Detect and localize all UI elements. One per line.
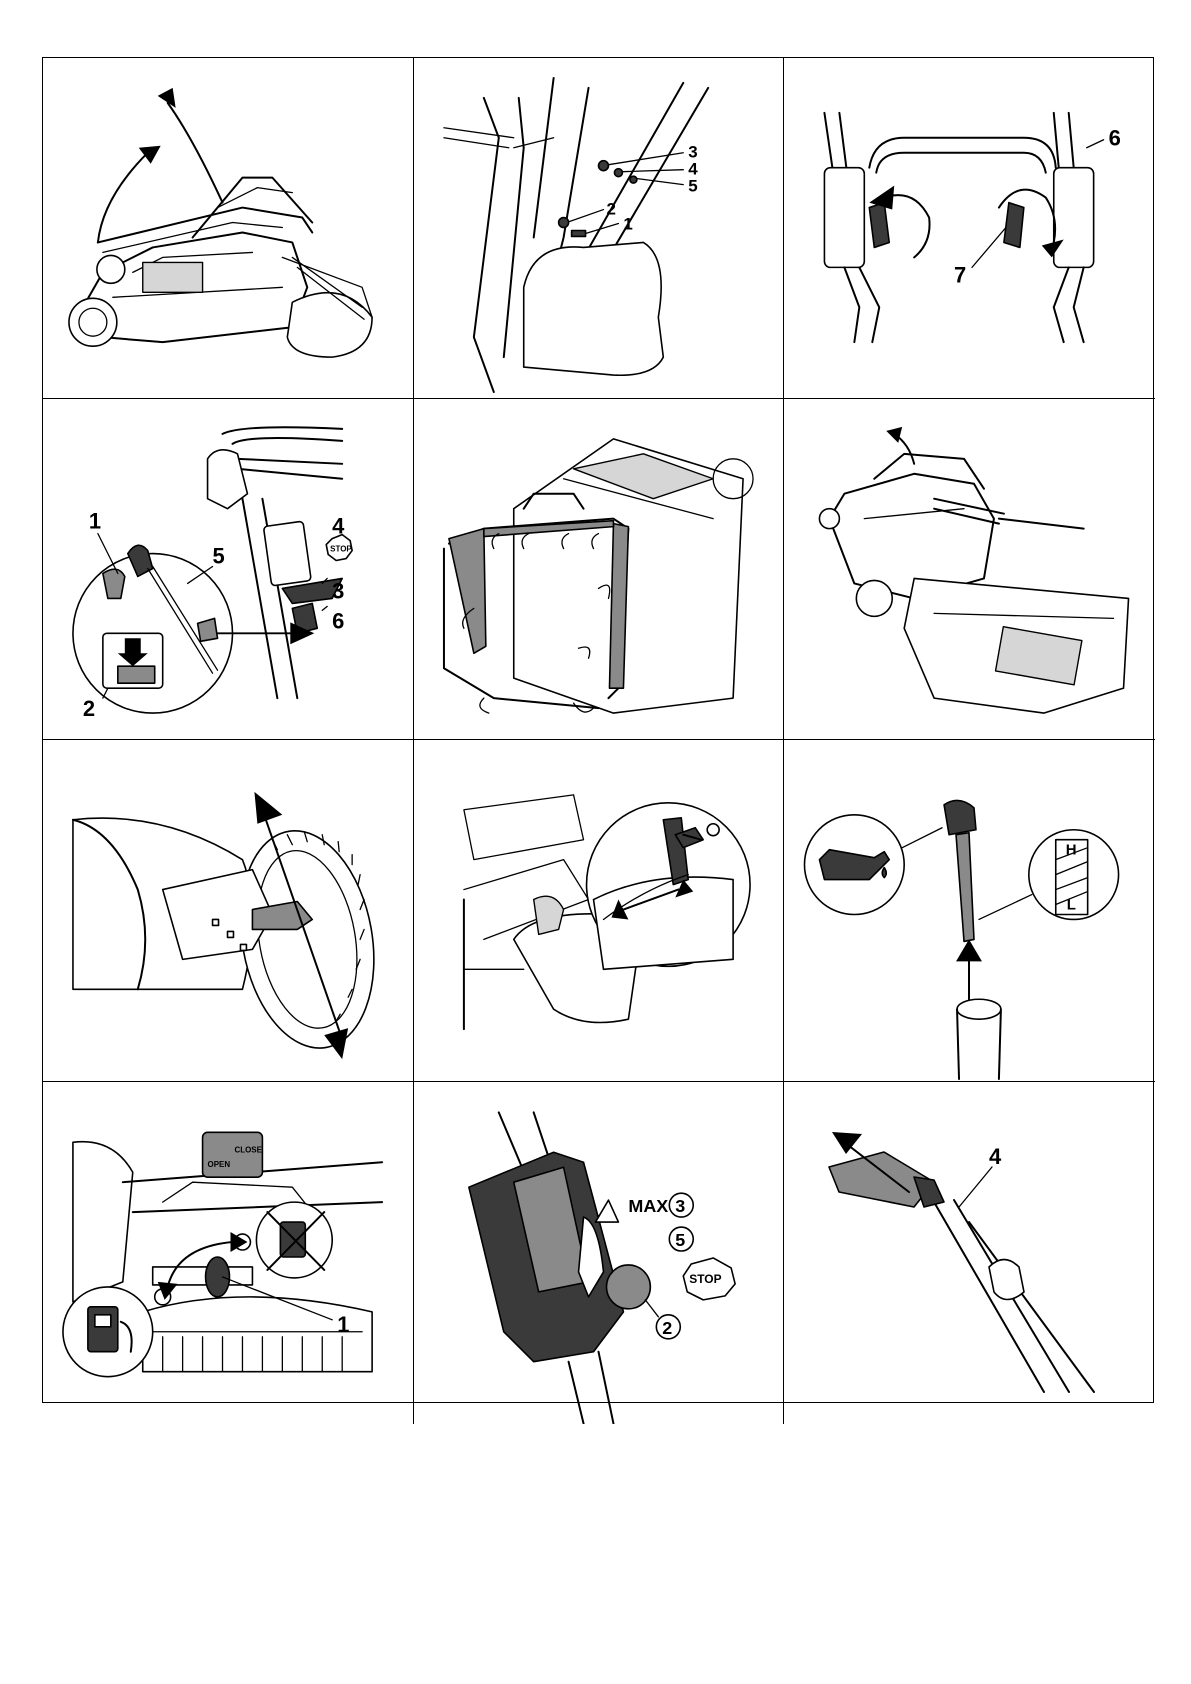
callout-7: 7 xyxy=(954,262,966,287)
callout-2: 2 xyxy=(83,696,95,721)
throttle-control-illustration: MAX 3 5 STOP 2 xyxy=(414,1082,783,1424)
rear-lever-illustration xyxy=(414,740,783,1081)
dipstick-high-mark: H xyxy=(1066,842,1077,859)
figure-5 xyxy=(414,399,784,740)
control-lever-illustration: STOP 1 5 4 3 6 2 xyxy=(43,399,413,739)
bag-attach-illustration xyxy=(784,399,1155,739)
figure-9: H L xyxy=(784,740,1155,1082)
starter-handle-illustration: 4 xyxy=(784,1082,1155,1424)
mower-folded-illustration xyxy=(43,58,413,398)
stop-sign: STOP xyxy=(689,1272,721,1286)
figure-7 xyxy=(43,740,414,1082)
dipstick-low-mark: L xyxy=(1067,897,1076,914)
callout-1: 1 xyxy=(89,509,101,534)
callout-5: 5 xyxy=(213,544,225,569)
figure-grid: 3 4 5 2 1 6 7 xyxy=(42,57,1154,1403)
callout-1: 1 xyxy=(623,214,632,233)
decal-open-label: OPEN xyxy=(208,1160,231,1169)
fuel-tap-illustration: CLOSE OPEN 1 xyxy=(43,1082,413,1424)
callout-2: 2 xyxy=(662,1318,672,1338)
callout-3: 3 xyxy=(332,578,344,603)
figure-11: MAX 3 5 STOP 2 xyxy=(414,1082,784,1424)
fuel-decal xyxy=(203,1132,263,1177)
callout-6: 6 xyxy=(332,608,344,633)
oil-dipstick-illustration: H L xyxy=(784,740,1155,1081)
figure-6 xyxy=(784,399,1155,740)
figure-10: CLOSE OPEN 1 xyxy=(43,1082,414,1424)
figure-12: 4 xyxy=(784,1082,1155,1424)
wheel-height-illustration xyxy=(43,740,413,1081)
callout-5: 5 xyxy=(675,1230,685,1250)
grass-bag-frame-illustration xyxy=(414,399,783,739)
figure-3: 6 7 xyxy=(784,58,1155,399)
callout-3: 3 xyxy=(675,1196,685,1216)
callout-6: 6 xyxy=(1109,126,1121,151)
figure-2: 3 4 5 2 1 xyxy=(414,58,784,399)
handle-mount-illustration: 3 4 5 2 1 xyxy=(414,58,783,398)
callout-2: 2 xyxy=(606,200,615,219)
stop-sign: STOP xyxy=(330,545,352,554)
figure-4: STOP 1 5 4 3 6 2 xyxy=(43,399,414,740)
handle-knobs-illustration: 6 7 xyxy=(784,58,1155,398)
max-label: MAX xyxy=(628,1196,668,1216)
callout-5: 5 xyxy=(688,177,697,196)
figure-8 xyxy=(414,740,784,1082)
decal-close-label: CLOSE xyxy=(234,1145,261,1154)
figure-1 xyxy=(43,58,414,399)
callout-4: 4 xyxy=(989,1144,1002,1169)
callout-4: 4 xyxy=(332,514,345,539)
callout-1: 1 xyxy=(337,1312,349,1337)
